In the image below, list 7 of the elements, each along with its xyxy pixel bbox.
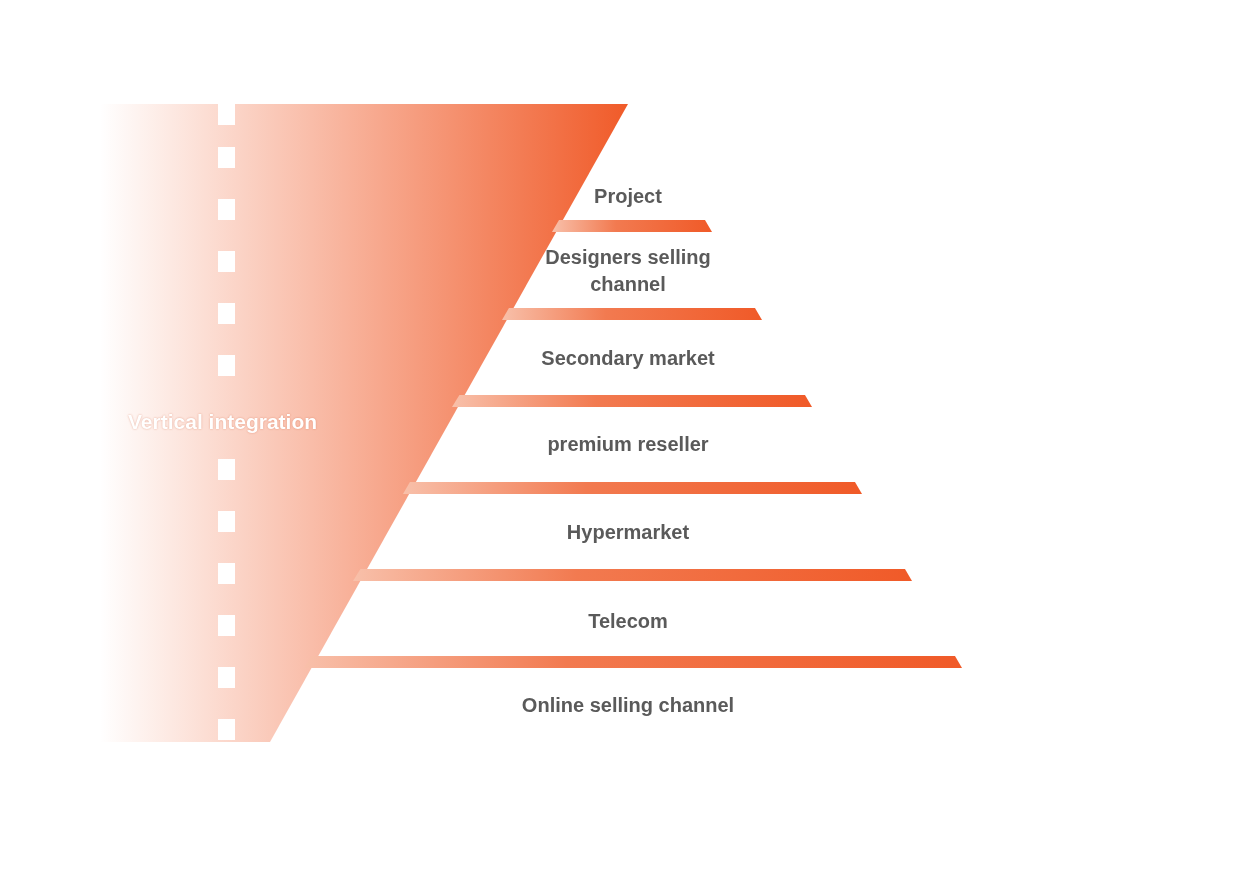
tier-label: Designers selling channel xyxy=(543,244,713,298)
tier-label: Hypermarket xyxy=(566,519,690,546)
tier-label: premium reseller xyxy=(547,431,709,458)
tier-label: Project xyxy=(594,183,662,210)
tier-label: Telecom xyxy=(588,608,668,635)
tier-label: Online selling channel xyxy=(521,692,735,719)
tier-label: Secondary market xyxy=(541,345,715,372)
